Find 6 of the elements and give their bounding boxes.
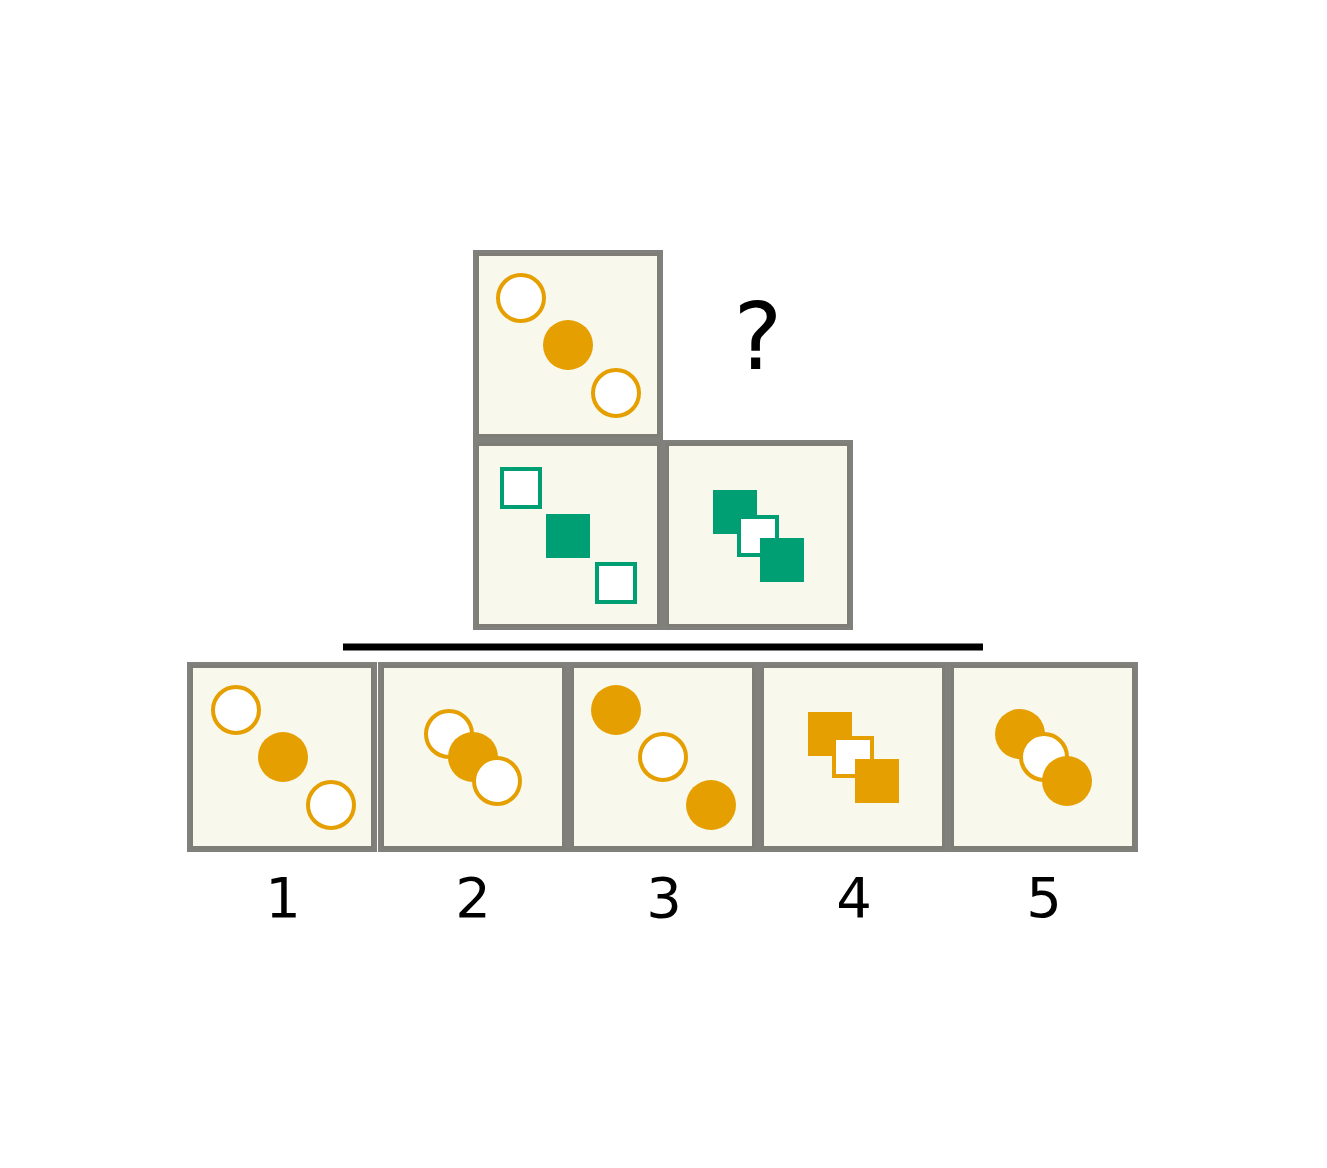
option-number: 1 [265, 870, 301, 926]
question-mark: ? [733, 292, 783, 384]
option-number: 3 [646, 870, 682, 926]
option-number: 5 [1026, 870, 1062, 926]
option-number: 4 [836, 870, 872, 926]
option-number: 2 [455, 870, 491, 926]
